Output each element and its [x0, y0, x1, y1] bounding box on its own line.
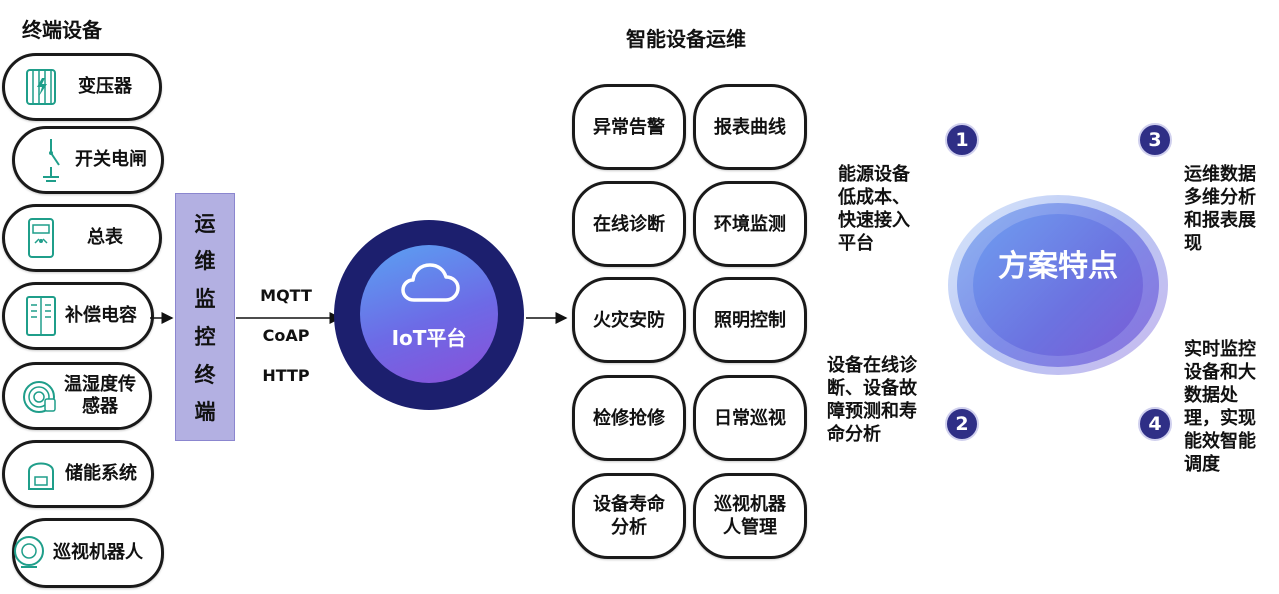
ops-item[interactable]: 环境监测	[693, 181, 807, 267]
switch-icon	[43, 139, 60, 182]
ops-item[interactable]: 日常巡视	[693, 375, 807, 461]
terminal-char: 终	[194, 362, 216, 387]
feature-text-4: 实时监控设备和大数据处理，实现能效智能调度	[1184, 339, 1256, 475]
protocol-coap: CoAP	[262, 326, 310, 345]
iot-platform-label: IoT平台	[391, 326, 467, 350]
feature-text-3: 运维数据多维分析和报表展现	[1184, 164, 1256, 254]
ops-item[interactable]: 在线诊断	[572, 181, 686, 267]
device-transformer[interactable]: 变压器	[2, 53, 162, 121]
feature-text-1: 能源设备低成本、快速接入平台	[838, 164, 910, 254]
ops-item[interactable]: 设备寿命分析	[572, 473, 686, 559]
battery-icon	[28, 462, 54, 490]
feature-badge-2: 2	[945, 407, 979, 441]
ops-item[interactable]: 火灾安防	[572, 277, 686, 363]
feature-badge-1: 1	[945, 123, 979, 157]
device-switch[interactable]: 开关电闸	[12, 126, 164, 194]
device-label: 总表	[87, 227, 123, 248]
device-robot[interactable]: 巡视机器人	[12, 518, 164, 588]
device-label: 补偿电容	[65, 305, 137, 326]
feature-badge-3: 3	[1138, 123, 1172, 157]
ops-item[interactable]: 检修抢修	[572, 375, 686, 461]
ops-title: 智能设备运维	[626, 27, 746, 51]
capacitor-cabinet-icon	[26, 296, 56, 336]
ops-item[interactable]: 照明控制	[693, 277, 807, 363]
device-meter[interactable]: 总表	[2, 204, 162, 272]
features-center-label: 方案特点	[998, 249, 1118, 284]
ops-item[interactable]: 异常告警	[572, 84, 686, 170]
device-label: 开关电闸	[75, 149, 147, 170]
ops-monitoring-terminal: 运 维 监 控 终 端	[175, 193, 235, 441]
device-label: 储能系统	[65, 463, 137, 484]
cloud-icon	[401, 263, 460, 302]
protocol-http: HTTP	[262, 366, 310, 385]
terminal-char: 端	[194, 400, 216, 425]
robot-icon	[14, 536, 44, 568]
device-label: 变压器	[78, 76, 132, 97]
terminal-char: 控	[194, 324, 216, 349]
feature-badge-4: 4	[1138, 407, 1172, 441]
sensor-icon	[23, 381, 56, 413]
device-sensor[interactable]: 温湿度传感器	[2, 362, 152, 430]
device-battery[interactable]: 储能系统	[2, 440, 154, 508]
terminal-char: 维	[194, 249, 216, 274]
protocol-mqtt: MQTT	[260, 286, 312, 305]
devices-title: 终端设备	[22, 18, 102, 42]
terminal-char: 运	[194, 211, 216, 236]
transformer-icon	[26, 69, 56, 105]
terminal-char: 监	[194, 287, 216, 312]
device-label: 温湿度传感器	[64, 374, 136, 417]
meter-icon	[28, 218, 54, 258]
iot-platform[interactable]	[360, 245, 498, 383]
device-capacitor[interactable]: 补偿电容	[2, 282, 154, 350]
device-label: 巡视机器人	[53, 542, 143, 563]
ops-item[interactable]: 巡视机器人管理	[693, 473, 807, 559]
features-circle	[973, 214, 1143, 356]
ops-item[interactable]: 报表曲线	[693, 84, 807, 170]
feature-text-2: 设备在线诊断、设备故障预测和寿命分析	[827, 355, 917, 445]
